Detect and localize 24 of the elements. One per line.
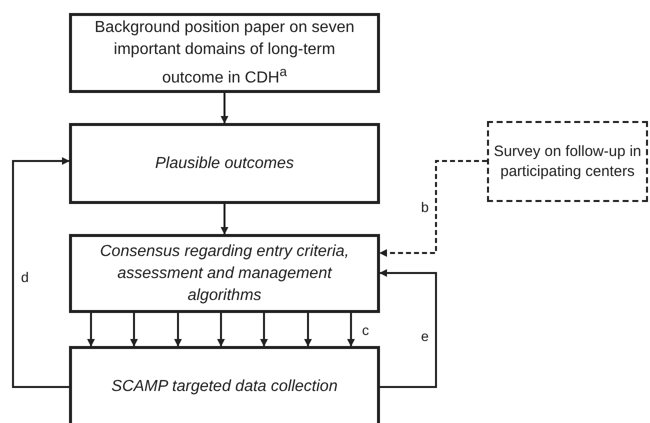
process-box [69, 234, 380, 313]
process-box [69, 13, 380, 93]
dashed-box [487, 121, 648, 202]
arrow [174, 313, 182, 347]
process-box [69, 346, 380, 423]
edge-label: d [20, 269, 30, 285]
box-text: Survey on follow-up in participating centers [492, 142, 642, 182]
arrow [217, 313, 225, 347]
arrow [304, 313, 312, 347]
arrow [87, 313, 95, 347]
box-text: Background position paper on seven important domains of long-term outcome in CDH$^{a}$ [94, 18, 356, 88]
arrow [379, 269, 437, 388]
arrow [12, 157, 70, 388]
arrow [347, 313, 355, 347]
box-text: Consensus regarding entry criteria, assessment and management algorithms [100, 242, 349, 306]
box-text: SCAMP targeted data collection [111, 377, 338, 397]
box-text: Plausible outcomes [155, 154, 294, 174]
edge-label: b [420, 199, 430, 215]
arrow [130, 313, 138, 347]
arrow [379, 160, 487, 257]
process-box [69, 123, 380, 204]
arrow [220, 204, 228, 235]
arrow [220, 93, 228, 124]
arrow [260, 313, 268, 347]
